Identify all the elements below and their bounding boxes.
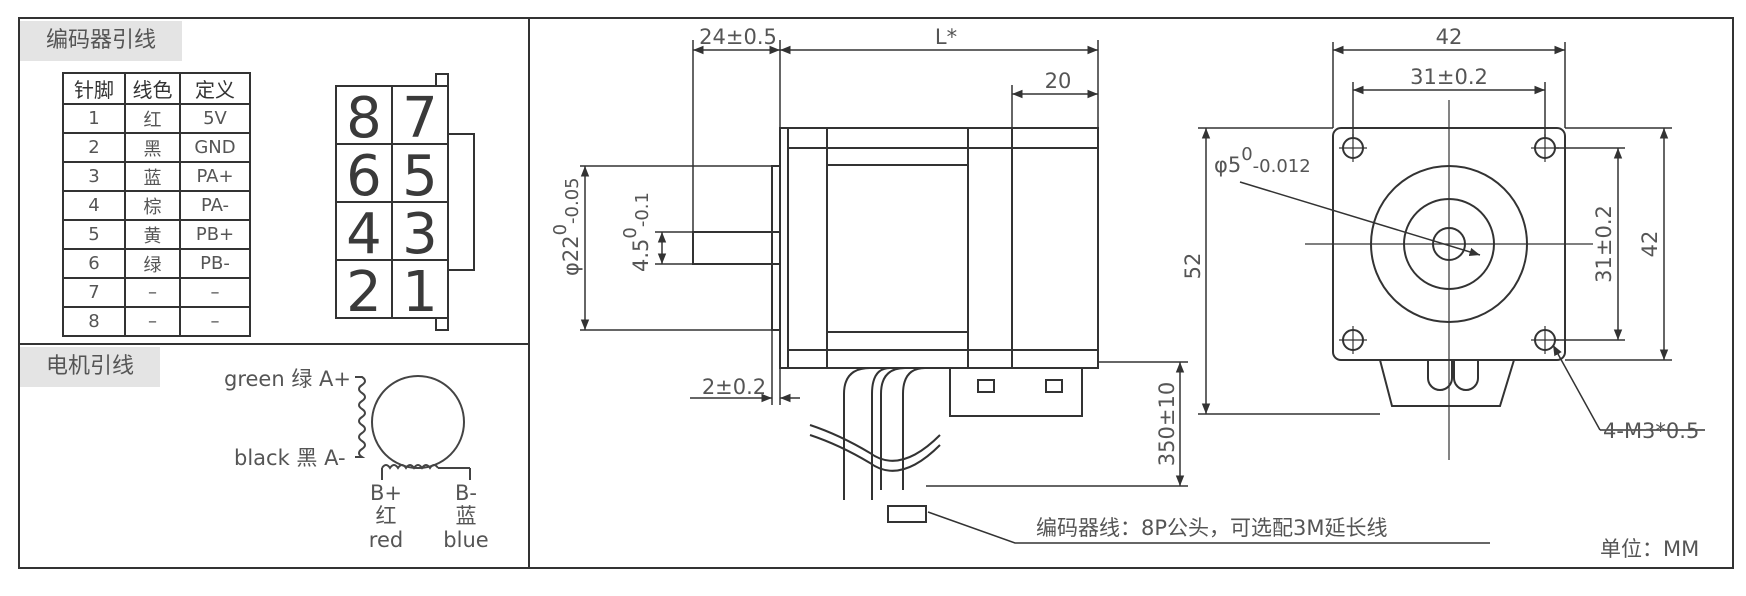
front-view-dimensions (1198, 42, 1705, 431)
definition-cell: – (179, 277, 251, 308)
motor-shaft (692, 231, 781, 265)
dim-boss-diameter: φ220-0.05 (550, 177, 583, 276)
motor-section-title: 电机引线 (20, 347, 161, 387)
connector-pin-5: 5 (402, 144, 438, 209)
dim-flange-thickness: 2±0.2 (702, 375, 766, 399)
dim-hole-spacing-vertical: 31±0.2 (1592, 205, 1616, 283)
color-cell: 棕 (124, 190, 181, 221)
color-cell: 红 (124, 103, 181, 134)
definition-cell: PA- (179, 190, 251, 221)
connector-pin-4: 4 (346, 202, 382, 267)
side-view-dimensions (580, 40, 1490, 544)
definition-cell: PA+ (179, 161, 251, 192)
wire-a-minus-label: black 黑 A- (234, 446, 346, 470)
connector-pin-8: 8 (346, 86, 382, 151)
wire-b-minus-en: blue (443, 528, 488, 552)
encoder-plug-housing (949, 367, 1083, 417)
header-pin: 针脚 (62, 72, 126, 105)
motor-symbol (371, 375, 465, 469)
dim-body-length: L* (935, 25, 957, 49)
pin-cell: 6 (62, 248, 126, 279)
wire-b-plus-cn: 红 (376, 504, 397, 528)
front-connector-outline (1379, 359, 1515, 407)
wire-a-plus-label: green 绿 A+ (224, 367, 351, 391)
motor-body (779, 127, 1099, 369)
dim-cable-length: 350±10 (1155, 382, 1179, 466)
color-cell: – (124, 277, 181, 308)
definition-cell: 5V (179, 103, 251, 134)
connector-pin-2: 2 (346, 260, 382, 325)
header-color: 线色 (124, 72, 181, 105)
dim-flange-height: 42 (1638, 231, 1662, 258)
encoder-section-title: 编码器引线 (20, 21, 183, 61)
motor-cable (843, 367, 871, 500)
definition-cell: – (179, 306, 251, 337)
pin-cell: 1 (62, 103, 126, 134)
pin-cell: 7 (62, 277, 126, 308)
pin-cell: 5 (62, 219, 126, 250)
color-cell: 蓝 (124, 161, 181, 192)
wire-b-plus-label: B+ (370, 481, 402, 505)
vertical-divider (528, 17, 530, 569)
mounting-holes-note: 4-M3*0.5 (1603, 419, 1699, 443)
color-cell: 黑 (124, 132, 181, 163)
color-cell: – (124, 306, 181, 337)
definition-cell: GND (179, 132, 251, 163)
encoder-cable-note: 编码器线：8P公头，可选配3M延长线 (1036, 516, 1388, 540)
pin-cell: 3 (62, 161, 126, 192)
dim-shaft-length: 24±0.5 (699, 25, 777, 49)
definition-cell: PB- (179, 248, 251, 279)
dim-total-height: 52 (1181, 253, 1205, 280)
dim-flange-width: 42 (1436, 25, 1463, 49)
wire-b-minus-label: B- (455, 481, 477, 505)
horizontal-divider (18, 343, 530, 345)
connector-pin-1: 1 (402, 260, 438, 325)
connector-pin-7: 7 (402, 86, 438, 151)
table-row: 8–– (62, 306, 251, 337)
color-cell: 黄 (124, 219, 181, 250)
color-cell: 绿 (124, 248, 181, 279)
motor-winding-schematic (355, 375, 471, 480)
pin-cell: 2 (62, 132, 126, 163)
dim-shaft-flat: 4.50-0.1 (620, 192, 653, 272)
pin-cell: 8 (62, 306, 126, 337)
table-header-row: 针脚 线色 定义 (62, 72, 251, 105)
encoder-connector (335, 73, 475, 331)
coil-b (381, 464, 439, 470)
definition-cell: PB+ (179, 219, 251, 250)
dim-shaft-diameter: φ50-0.012 (1214, 144, 1311, 177)
motor-side-view (692, 127, 1099, 523)
unit-note: 单位：MM (1600, 537, 1699, 561)
table-row: 7–– (62, 277, 251, 308)
pin-cell: 4 (62, 190, 126, 221)
wire-b-minus-cn: 蓝 (456, 504, 477, 528)
front-centerlines (1305, 100, 1593, 460)
connector-pin-6: 6 (346, 144, 382, 209)
dim-rear-length: 20 (1045, 69, 1072, 93)
header-definition: 定义 (179, 72, 251, 105)
wire-b-plus-en: red (369, 528, 403, 552)
encoder-plug (887, 505, 927, 523)
drawing-frame (18, 17, 1734, 569)
connector-pin-3: 3 (402, 202, 438, 267)
coil-a (355, 376, 366, 458)
dim-hole-spacing-horizontal: 31±0.2 (1410, 65, 1488, 89)
